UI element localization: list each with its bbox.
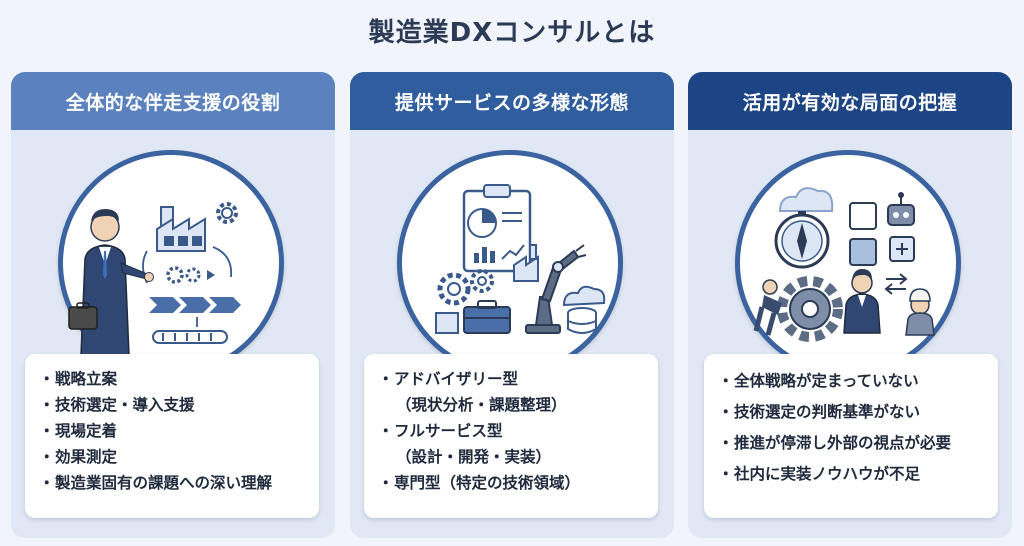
businessman-icon [843,269,881,334]
exchange-arrows-icon [884,273,908,295]
illustration-situations [735,150,961,376]
illustration-services [397,150,623,376]
robot-icon [887,192,915,226]
column-situations: 活用が有効な局面の把握 [688,72,1012,538]
illustration-consultant-factory [58,150,284,376]
list-item-detail: （現状分析・課題整理） [396,396,567,414]
compass-icon [774,211,830,269]
list-item: ・技術選定の判断基準がない [718,403,921,421]
factory-icon [156,206,206,252]
chip-icon [889,236,915,262]
list-item: ・専門型（特定の技術領域） [378,474,581,492]
list-item: ・技術選定・導入支援 [39,396,195,414]
cloud-icon [778,187,834,212]
engineer-icon [905,288,935,336]
page-title: 製造業DXコンサルとは [368,18,656,48]
businessman-icon [68,209,154,356]
robot-arm-icon [525,244,587,334]
factory-icon [513,244,539,282]
gears-icon [437,269,494,306]
square-icon [849,202,877,230]
conveyor-icon [152,330,228,344]
list-item: ・製造業固有の課題への深い理解 [39,474,273,492]
toolbox-icon [435,300,511,334]
situations-list: ・全体戦略が定まっていない ・技術選定の判断基準がない ・推進が停滞し外部の視点… [704,354,998,518]
gear-icon [777,276,843,342]
role-list: ・戦略立案 ・技術選定・導入支援 ・現場定着 ・効果測定 ・製造業固有の課題への… [25,354,319,518]
clipboard-chart-icon [462,184,532,273]
list-item: ・現場定着 [39,422,118,440]
worker-pushing-icon [753,279,782,336]
list-item: ・アドバイザリー型 [378,370,519,388]
gear-icon [216,202,238,224]
list-item: ・戦略立案 [39,370,118,388]
column-role: 全体的な伴走支援の役割 [11,72,335,538]
column-heading: 提供サービスの多様な形態 [350,72,674,130]
list-item: ・推進が停滞し外部の視点が必要 [718,434,952,452]
services-list: ・アドバイザリー型 （現状分析・課題整理） ・フルサービス型 （設計・開発・実装… [364,354,658,518]
list-item: ・フルサービス型 [378,422,503,440]
column-heading: 全体的な伴走支援の役割 [11,72,335,130]
process-arrows-icon [149,297,241,313]
list-item: ・効果測定 [39,448,118,466]
small-gears-icon [166,266,215,284]
column-heading: 活用が有効な局面の把握 [688,72,1012,130]
column-services: 提供サービスの多様な形態 [350,72,674,538]
list-item: ・全体戦略が定まっていない [718,372,919,390]
list-item-detail: （設計・開発・実装） [396,448,552,466]
cloud-database-icon [562,285,606,334]
list-item: ・社内に実装ノウハウが不足 [718,465,921,483]
square-icon [849,238,877,266]
